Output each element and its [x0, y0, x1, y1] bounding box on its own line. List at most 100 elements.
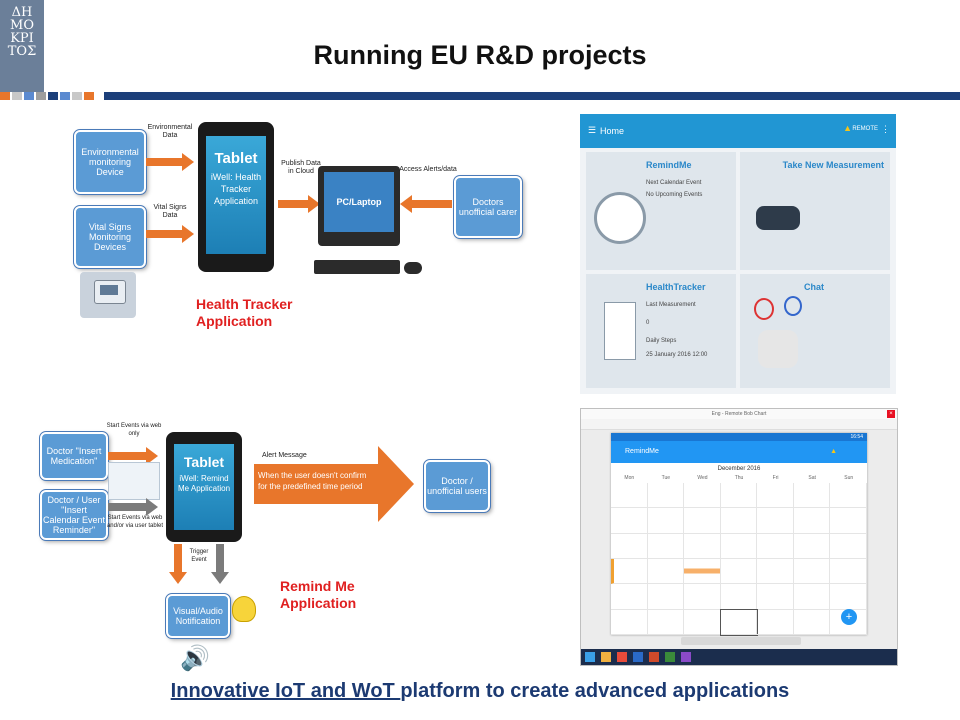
bottom-caption-rest: platform to create advanced applications — [400, 680, 790, 702]
publish-label: Publish Data in Cloud — [281, 160, 321, 175]
calendar-cell[interactable] — [793, 483, 831, 509]
calendar-cell[interactable] — [611, 533, 648, 559]
calendar-cell[interactable] — [830, 483, 867, 509]
arrow-shaft — [108, 452, 146, 460]
calendar-cell[interactable] — [684, 533, 721, 559]
arrow-shaft — [108, 503, 146, 511]
calendar-cell[interactable] — [757, 483, 794, 509]
calendar-cell[interactable] — [830, 559, 867, 585]
app-header-right: REMOTE — [852, 126, 878, 132]
taskbar-app-icon[interactable] — [633, 652, 643, 662]
alert-message-label: Alert Message — [262, 452, 307, 459]
calendar-cell[interactable] — [720, 508, 758, 534]
taskbar-app-icon[interactable] — [601, 652, 611, 662]
calendar-cell[interactable] — [611, 609, 648, 635]
tile-chat[interactable]: Chat — [740, 274, 890, 388]
calendar-cell[interactable] — [793, 559, 831, 585]
notification-box: Visual/Audio Notification — [165, 593, 231, 639]
taskbar-app-icon[interactable] — [617, 652, 627, 662]
stripe-square — [0, 92, 10, 100]
calendar-cell[interactable] — [757, 609, 794, 635]
stripe-square — [72, 92, 82, 100]
calendar-cell[interactable] — [720, 533, 758, 559]
calendar-cell[interactable] — [684, 609, 721, 635]
calendar-cell[interactable] — [720, 559, 758, 585]
tile-line: Last Measurement — [646, 302, 696, 308]
tile-take-measurement[interactable]: Take New Measurement — [740, 152, 890, 270]
calendar-cell-event[interactable] — [611, 559, 648, 585]
weekday: Fri — [772, 475, 779, 481]
close-icon[interactable]: × — [887, 410, 895, 418]
vital-device-box: Vital Signs Monitoring Devices — [73, 205, 147, 269]
pc-monitor: PC/Laptop — [318, 166, 400, 246]
clock-calendar-icon — [594, 192, 646, 244]
alert-arrow-text: When the user doesn't confirm for the pr… — [258, 471, 367, 491]
calendar-cell[interactable] — [720, 584, 758, 610]
add-event-fab[interactable]: + — [841, 609, 857, 625]
calendar-cell[interactable] — [684, 483, 721, 509]
trigger-label: Trigger Event — [189, 549, 209, 563]
arrow-shaft — [216, 544, 224, 574]
calendar-cell[interactable] — [647, 483, 685, 509]
calendar-cell[interactable] — [793, 508, 831, 534]
calendar-month: December 2016 — [717, 466, 761, 472]
calendar-cell[interactable] — [793, 533, 831, 559]
calendar-cell[interactable] — [647, 559, 685, 585]
taskbar-app-icon[interactable] — [665, 652, 675, 662]
tile-remindme[interactable]: RemindMe Next Calendar Event No Upcoming… — [586, 152, 736, 270]
phone-nav-bar — [681, 637, 801, 645]
calendar-cell[interactable] — [720, 483, 758, 509]
calendar-cell[interactable] — [684, 508, 721, 534]
calendar-cell[interactable] — [830, 533, 867, 559]
app-header: ☰ Home REMOTE ▲ ⋮ — [580, 114, 896, 148]
stripe-square — [12, 92, 22, 100]
calendar-cell-selected[interactable] — [719, 608, 759, 637]
slide-title: Running EU R&D projects — [313, 40, 647, 70]
stripe-square — [60, 92, 70, 100]
calendar-cell[interactable] — [647, 609, 685, 635]
calendar-cell[interactable] — [647, 533, 685, 559]
light-bulb-icon — [232, 596, 256, 622]
calendar-cell[interactable] — [647, 584, 685, 610]
doctor-users-label: Doctor / unofficial users — [427, 476, 487, 496]
arrow-right-icon — [182, 153, 194, 171]
calendar-cell[interactable] — [611, 483, 648, 509]
warning-icon: ▲ — [830, 448, 837, 455]
tile-title: HealthTracker — [646, 282, 706, 292]
calendar-cell[interactable] — [830, 508, 867, 534]
blood-pressure-monitor-icon — [80, 272, 136, 318]
tile-title: RemindMe — [646, 160, 692, 170]
calendar-cell-event[interactable] — [684, 559, 721, 585]
menu-icon[interactable]: ☰ — [588, 125, 597, 135]
notification-label: Visual/Audio Notification — [173, 606, 223, 626]
stripe-square — [48, 92, 58, 100]
calendar-cell[interactable] — [611, 508, 648, 534]
calendar-cell[interactable] — [793, 584, 831, 610]
calendar-cell[interactable] — [647, 508, 685, 534]
start-button-icon[interactable] — [585, 652, 595, 662]
calendar-cell[interactable] — [684, 584, 721, 610]
calendar-cell[interactable] — [830, 609, 867, 635]
alert-arrow-body: When the user doesn't confirm for the pr… — [254, 464, 378, 504]
tile-line: 0 — [646, 320, 650, 326]
calendar-cell[interactable] — [830, 584, 867, 610]
calendar-cell[interactable] — [757, 559, 794, 585]
calendar-cell[interactable] — [793, 609, 831, 635]
weekday-header: Mon Tue Wed Thu Fri Sat Sun — [611, 475, 867, 481]
tablet-device: Tablet iWell: Health Tracker Application — [198, 122, 274, 272]
logo-text: ΔΗ ΜΟ ΚΡΙ ΤΟΣ — [7, 5, 37, 59]
tile-healthtracker[interactable]: HealthTracker Last Measurement 0 Daily S… — [586, 274, 736, 388]
calendar-cell[interactable] — [611, 584, 648, 610]
more-icon[interactable]: ⋮ — [881, 124, 890, 134]
tile-title: Chat — [804, 282, 824, 292]
env-device-label: Environmental monitoring Device — [81, 147, 139, 177]
env-device-box: Environmental monitoring Device — [73, 129, 147, 195]
arrow-down-icon — [211, 572, 229, 584]
calendar-cell[interactable] — [757, 584, 794, 610]
remind-me-caption: Remind Me Application — [280, 578, 357, 611]
calendar-cell[interactable] — [757, 533, 794, 559]
arrow-shaft — [146, 230, 182, 238]
taskbar-app-icon[interactable] — [681, 652, 691, 662]
taskbar-app-icon[interactable] — [649, 652, 659, 662]
calendar-cell[interactable] — [757, 508, 794, 534]
